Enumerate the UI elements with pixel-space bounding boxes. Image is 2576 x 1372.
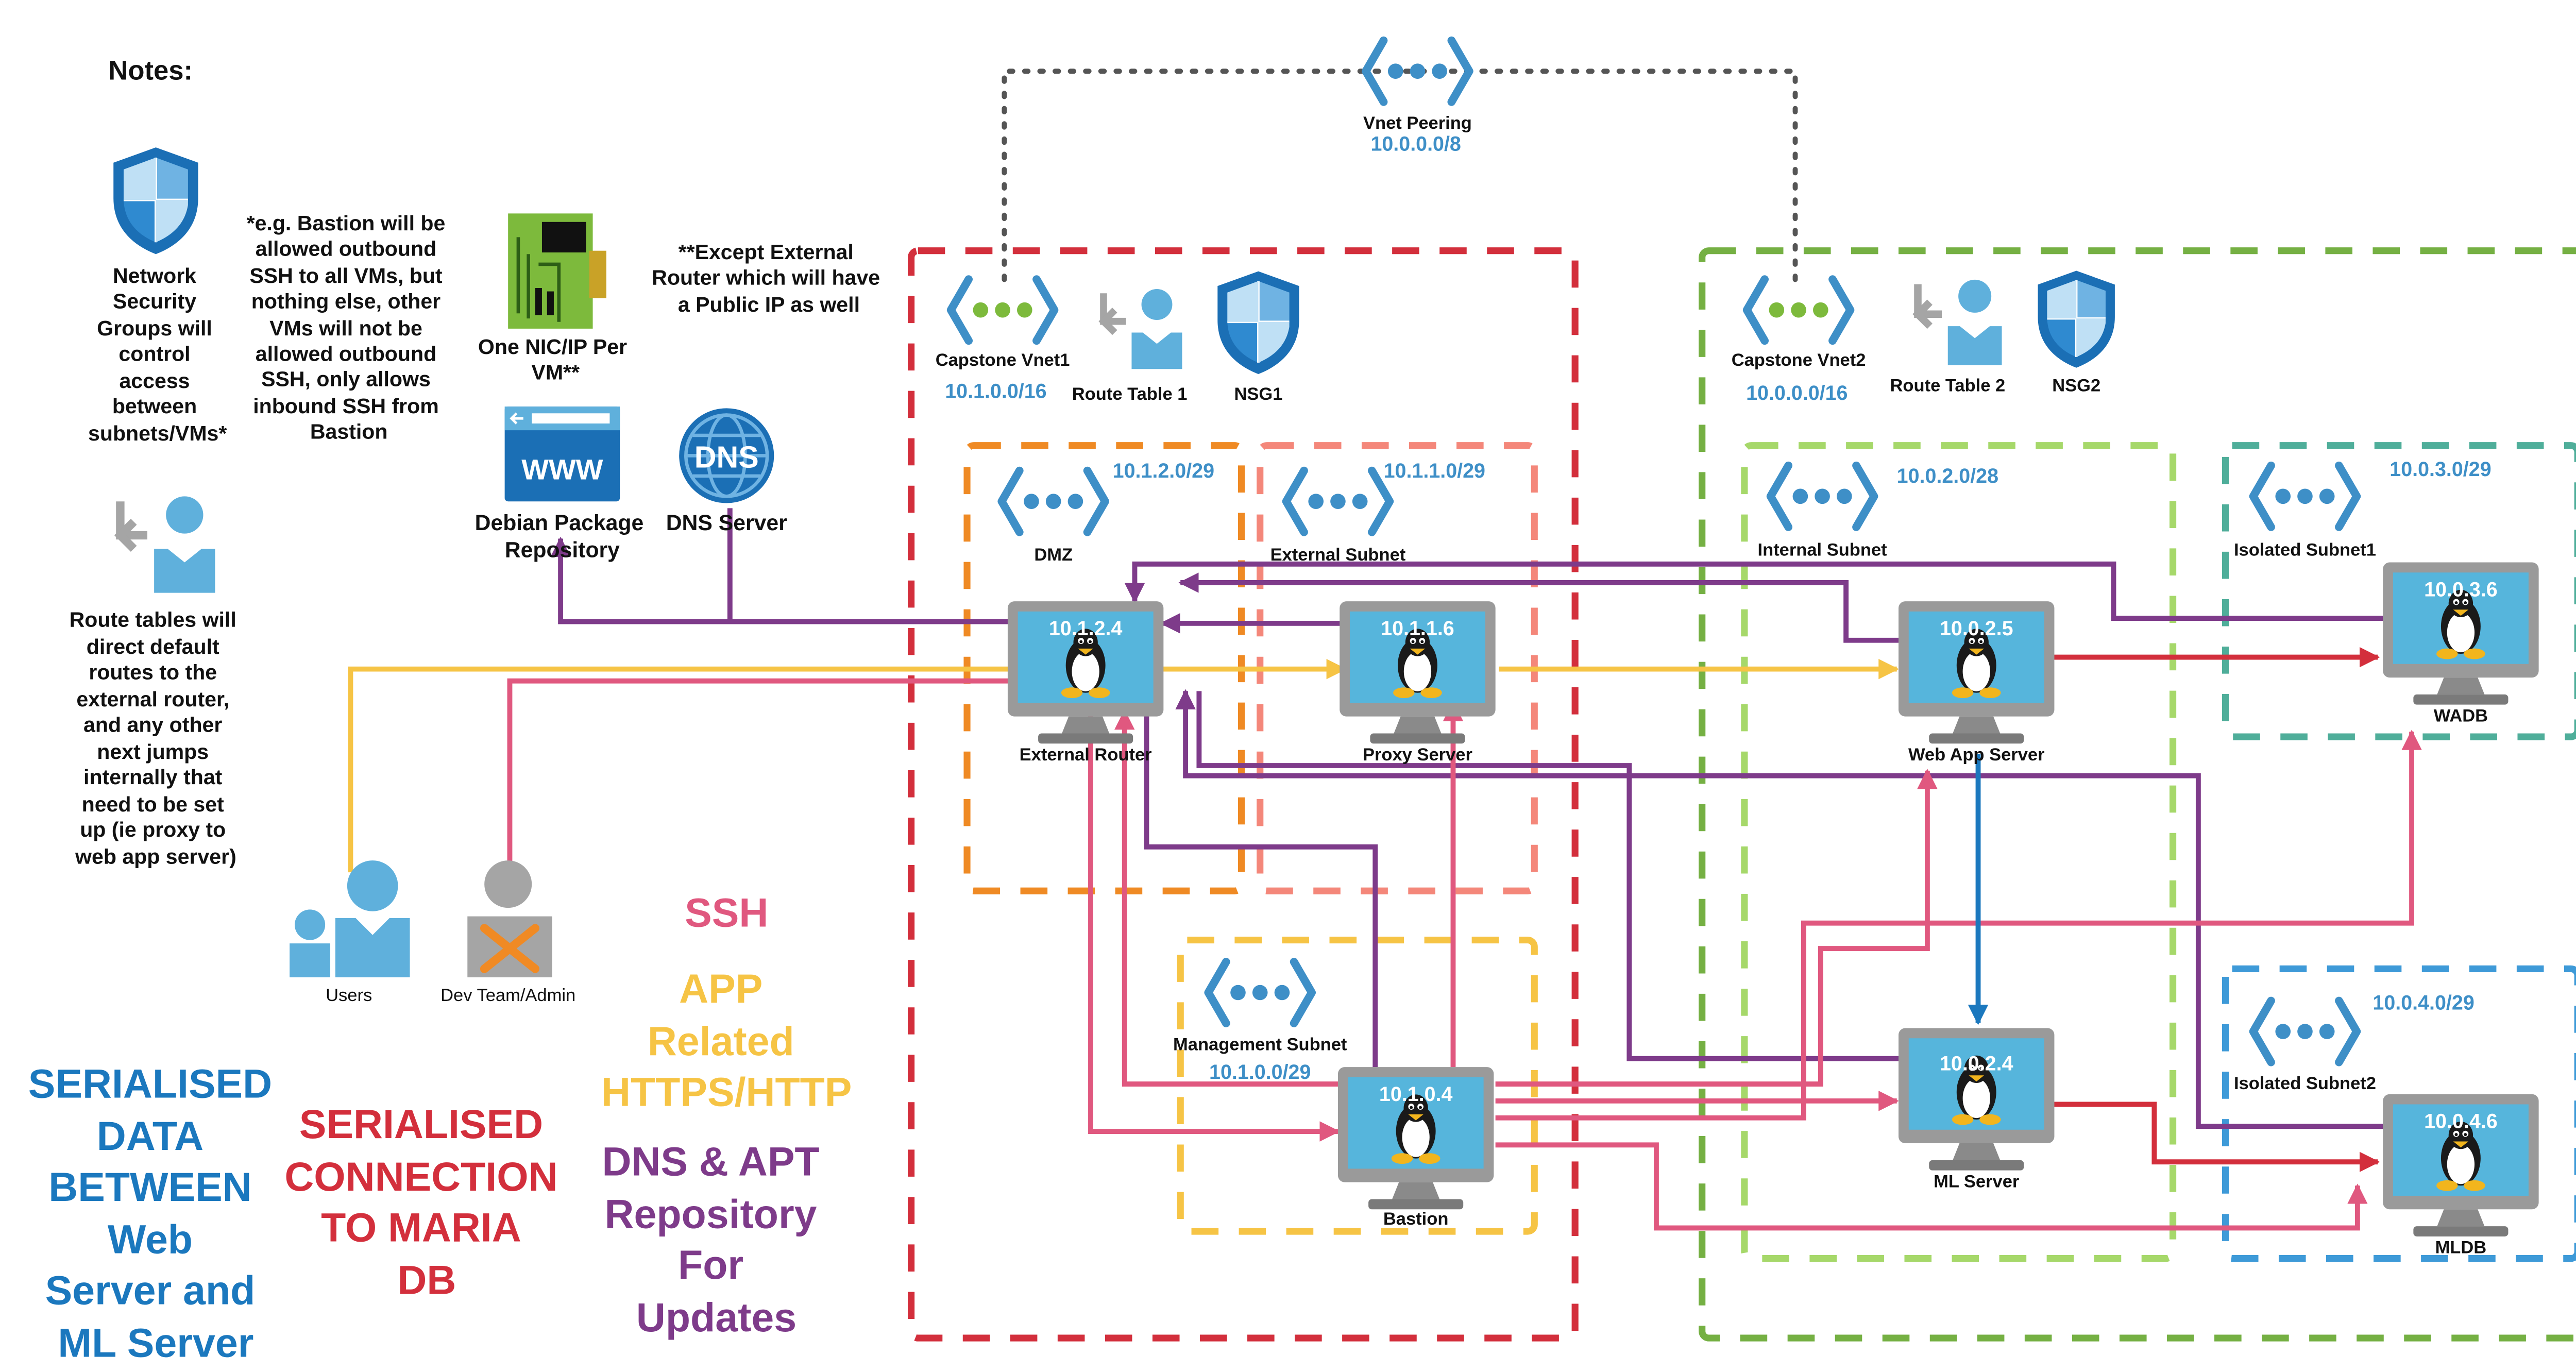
server-monitor-icon (1899, 1028, 2054, 1171)
dmz-cidr: 10.1.2.0/29 (1113, 460, 1214, 482)
isolated-subnet1-cidr: 10.0.3.0/29 (2389, 458, 2491, 481)
route-legend-icon (120, 496, 215, 592)
vm-mldb-label: MLDB (2435, 1238, 2487, 1258)
vnet2-boundary (1699, 247, 2576, 1342)
nsg1-shield-icon (1217, 272, 1299, 374)
vm-bastion-label: Bastion (1383, 1209, 1449, 1229)
management-subnet-vnet-icon (1208, 962, 1312, 1023)
vnet1-icon (951, 279, 1055, 341)
internal-subnet-boundary (1741, 442, 2177, 1262)
dmz-vnet-icon (1002, 471, 1105, 532)
management-subnet-cidr: 10.1.0.0/29 (1209, 1061, 1311, 1083)
dns-apt-connections (550, 508, 2388, 1129)
vm-web-app-server-label: Web App Server (1908, 745, 2045, 765)
nic-card-icon (508, 213, 606, 329)
dmz-label: DMZ (1034, 545, 1073, 565)
nsg2-shield-icon (2038, 271, 2114, 368)
vm-mldb-ip: 10.0.4.6 (2424, 1110, 2498, 1132)
isolated-subnet1-label: Isolated Subnet1 (2234, 540, 2376, 560)
nsg2-label: NSG2 (2052, 376, 2100, 396)
legend-dns-apt: DNS & APT Repository For Updates (602, 1139, 831, 1340)
route-table1-label: Route Table 1 (1072, 384, 1188, 404)
vm-wadb-ip: 10.0.3.6 (2424, 578, 2498, 601)
vm-external-router-label: External Router (1020, 745, 1152, 765)
users-label: Users (326, 986, 372, 1005)
management-subnet-label: Management Subnet (1173, 1035, 1347, 1054)
vnet2-cidr: 10.0.0.0/16 (1746, 382, 1848, 404)
vm-web-app-server-ip: 10.0.2.5 (1940, 617, 2013, 640)
isolated-subnet2-label: Isolated Subnet2 (2234, 1074, 2376, 1093)
peering-label: Vnet Peering (1363, 113, 1472, 133)
vnet1-boundary (907, 247, 1579, 1342)
external-subnet-vnet-icon (1286, 471, 1390, 532)
dev-team-label: Dev Team/Admin (440, 986, 575, 1005)
vm-proxy-server-ip: 10.1.1.6 (1381, 617, 1454, 640)
vm-external-router[interactable]: 10.1.2.4 (1008, 601, 1163, 743)
internal-subnet-vnet-icon (1771, 466, 1874, 527)
nic-note: One NIC/IP Per VM** (478, 335, 633, 384)
external-subnet-label: External Subnet (1270, 545, 1406, 565)
dns-globe-icon: DNS (679, 408, 774, 503)
www-repo-icon: WWW (504, 406, 620, 502)
debian-repo-label: Debian Package Repository (475, 511, 650, 563)
vnet2-name: Capstone Vnet2 (1732, 350, 1866, 370)
isolated-subnet1-vnet-icon (2253, 466, 2357, 527)
vnet1-name: Capstone Vnet1 (936, 350, 1070, 370)
vm-wadb-label: WADB (2434, 706, 2488, 726)
route-table2-label: Route Table 2 (1890, 376, 2006, 396)
internal-subnet-label: Internal Subnet (1758, 540, 1888, 560)
vm-ml-server[interactable]: 10.0.2.4 (1899, 1028, 2054, 1171)
vm-proxy-server[interactable]: 10.1.1.6 (1340, 601, 1495, 743)
peering-cidr: 10.0.0.0/8 (1370, 133, 1461, 156)
route-table2-icon (1918, 280, 2002, 365)
external-subnet-cidr: 10.1.1.0/29 (1384, 460, 1485, 482)
vm-proxy-server-label: Proxy Server (1363, 745, 1472, 765)
isolated-subnet2-boundary (2222, 965, 2576, 1262)
route-table1-icon (1104, 289, 1182, 369)
vm-mldb[interactable]: 10.0.4.6 (2383, 1094, 2538, 1237)
maria-db-connections (2053, 647, 2380, 1172)
bastion-note: *e.g. Bastion will be allowed outbound S… (247, 211, 451, 443)
legend-app: APP Related HTTPS/HTTP (601, 966, 852, 1115)
svg-text:WWW: WWW (521, 453, 603, 485)
dev-team-admin-icon (467, 860, 552, 977)
notes-title: Notes: (108, 56, 193, 86)
vnet2-icon (1747, 279, 1851, 341)
route-note: Route tables will direct default routes … (70, 607, 243, 868)
nsg1-label: NSG1 (1234, 384, 1282, 404)
vm-bastion[interactable]: 10.1.0.4 (1338, 1067, 1494, 1209)
nsg-legend-shield-icon (113, 147, 198, 254)
isolated-subnet2-vnet-icon (2253, 1001, 2357, 1062)
legend-ssh: SSH (685, 890, 768, 935)
legend-serialised-data: SERIALISED DATA BETWEEN Web Server and M… (28, 1061, 283, 1365)
svg-text:DNS: DNS (694, 439, 759, 474)
isolated-subnet2-cidr: 10.0.4.0/29 (2372, 991, 2474, 1014)
router-note: **Except External Router which will have… (652, 240, 886, 316)
vnet1-cidr: 10.1.0.0/16 (945, 380, 1046, 403)
peering-connector (1002, 69, 1798, 282)
nsg-note: Network Security Groups will control acc… (88, 264, 227, 445)
vm-wadb[interactable]: 10.0.3.6 (2383, 563, 2538, 705)
vm-ml-server-ip: 10.0.2.4 (1940, 1053, 2013, 1075)
vm-external-router-ip: 10.1.2.4 (1049, 617, 1123, 640)
internal-subnet-cidr: 10.0.2.0/28 (1897, 465, 1998, 487)
vm-web-app-server[interactable]: 10.0.2.5 (1899, 601, 2054, 743)
dns-server-label: DNS Server (666, 511, 787, 535)
vm-bastion-ip: 10.1.0.4 (1379, 1083, 1453, 1106)
peering-icon (1366, 41, 1469, 102)
vm-ml-server-label: ML Server (1934, 1172, 2019, 1192)
users-icon (290, 860, 410, 977)
legend-maria-db: SERIALISED CONNECTION TO MARIA DB (284, 1102, 569, 1302)
